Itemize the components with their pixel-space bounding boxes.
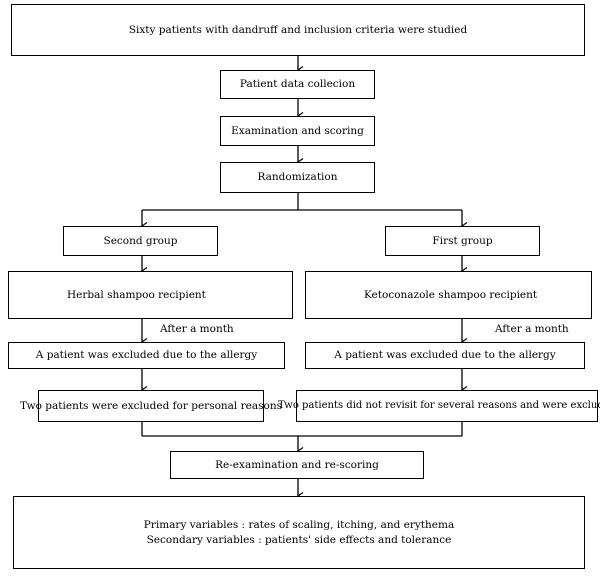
enrollment-box: Sixty patients with dandruff and inclusi… (11, 4, 585, 56)
right-revisit-exclusion-box: Two patients did not revisit for several… (278, 390, 600, 422)
right-allergy-exclusion-text: A patient was excluded due to the allerg… (334, 349, 556, 362)
data-collection-box: Patient data collecion (220, 70, 375, 99)
left-allergy-exclusion-text: A patient was excluded due to the allerg… (35, 349, 258, 362)
primary-variables-text: Primary variables : rates of scaling, it… (143, 519, 455, 532)
data-collection-text: Patient data collecion (239, 78, 356, 91)
enrollment-text: Sixty patients with dandruff and inclusi… (128, 23, 468, 36)
left-after-month-label: After a month (160, 323, 234, 335)
second-group-box: Second group (63, 226, 218, 256)
first-group-text: First group (432, 234, 493, 247)
outcomes-box: Primary variables : rates of scaling, it… (13, 496, 585, 569)
randomization-box: Randomization (220, 162, 375, 193)
right-revisit-exclusion-text: Two patients did not revisit for several… (277, 400, 600, 412)
herbal-shampoo-box: Herbal shampoo recipient (8, 271, 293, 319)
left-personal-exclusion-box: Two patients were excluded for personal … (20, 390, 282, 422)
secondary-variables-text: Secondary variables : patients' side eff… (146, 533, 452, 546)
reexamination-text: Re-examination and re-scoring (215, 458, 379, 471)
ketoconazole-shampoo-text: Ketoconazole shampoo recipient (364, 288, 538, 301)
left-personal-exclusion-text: Two patients were excluded for personal … (20, 399, 282, 412)
first-group-box: First group (385, 226, 540, 256)
ketoconazole-shampoo-box: Ketoconazole shampoo recipient (305, 271, 592, 319)
right-after-month-label: After a month (495, 323, 569, 335)
examination-text: Examination and scoring (231, 124, 364, 137)
examination-box: Examination and scoring (220, 116, 375, 146)
randomization-text: Randomization (257, 171, 338, 184)
right-allergy-exclusion-box: A patient was excluded due to the allerg… (305, 342, 585, 369)
reexamination-box: Re-examination and re-scoring (170, 451, 424, 479)
left-allergy-exclusion-box: A patient was excluded due to the allerg… (8, 342, 285, 369)
herbal-shampoo-text: Herbal shampoo recipient (67, 288, 206, 301)
second-group-text: Second group (103, 234, 178, 247)
